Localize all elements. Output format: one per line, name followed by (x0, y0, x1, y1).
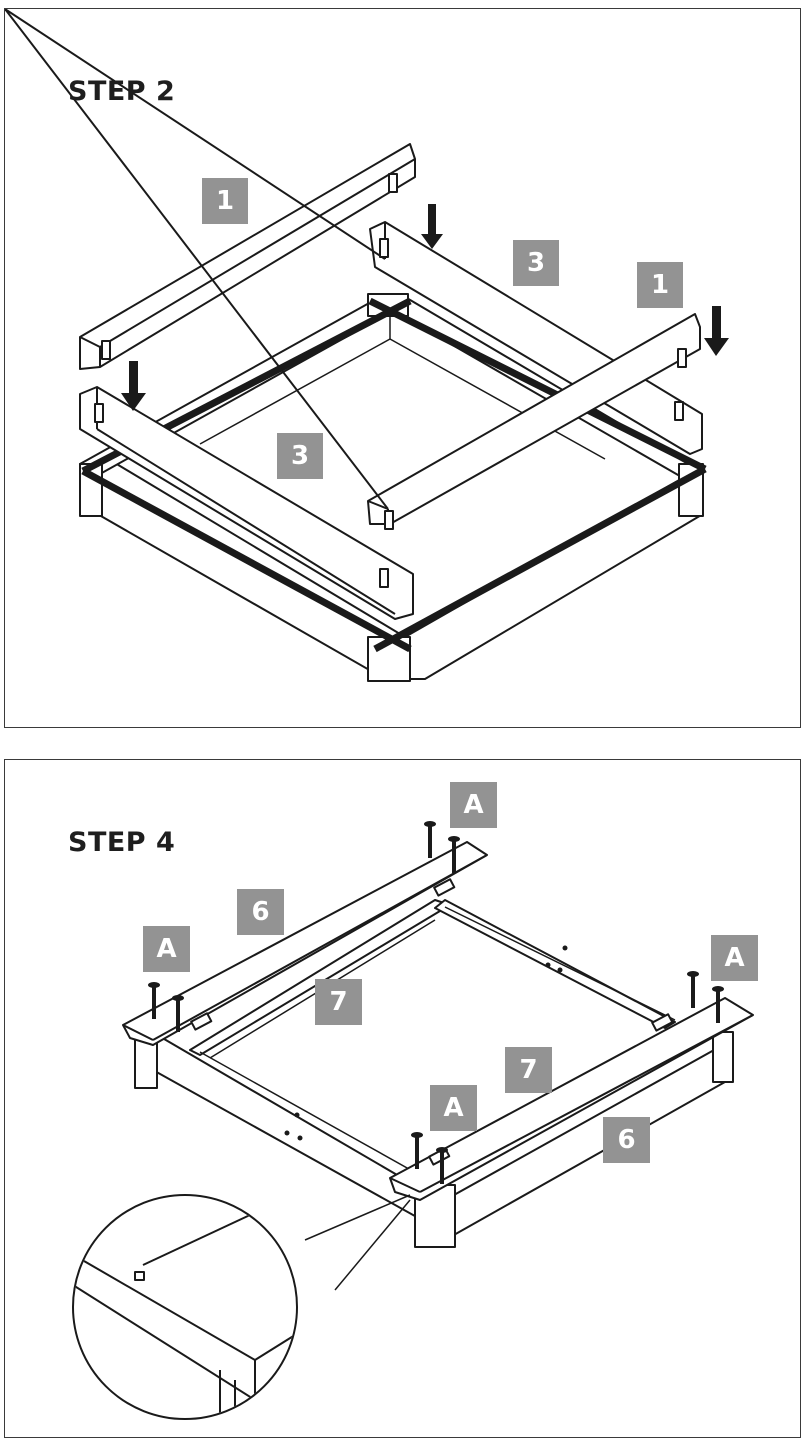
bracket-plate (190, 1012, 213, 1031)
screw-icon (436, 1147, 448, 1184)
board-1-top-left (79, 143, 416, 370)
step-2-panel: STEP 2 1 3 1 3 (4, 8, 801, 728)
board-3-front-notch-left (94, 403, 104, 423)
screw-icon (172, 995, 184, 1032)
arrow-down-icon (704, 306, 729, 356)
board-1-notch-left (101, 340, 111, 360)
part-label: 6 (237, 889, 284, 935)
fastener-label: A (430, 1085, 477, 1131)
screw-icon (148, 982, 160, 1019)
part-label: 7 (315, 979, 362, 1025)
bracket-plate (433, 878, 456, 897)
board-1-notch-right (388, 173, 398, 193)
arrow-down-icon (121, 361, 146, 411)
board-6-front (389, 997, 754, 1201)
arrow-down-icon (421, 204, 443, 249)
callout-line (304, 1194, 411, 1241)
board-3-front-notch-right (379, 568, 389, 588)
part-label: 3 (277, 433, 323, 479)
corner-post-right (712, 1031, 734, 1083)
callout-line (334, 1199, 411, 1291)
fastener-label: A (143, 926, 190, 972)
part-label: 6 (603, 1117, 650, 1163)
step-2-diagram (5, 9, 729, 682)
step-4-diagram (72, 821, 754, 1420)
screw-icon (712, 986, 724, 1023)
board-3-back-notch-left (379, 238, 389, 258)
step-title: STEP 2 (68, 76, 176, 107)
fastener-label: A (450, 782, 497, 828)
board-3-back-notch-right (674, 401, 684, 421)
fastener-label: A (711, 935, 758, 981)
step-title: STEP 4 (68, 827, 176, 858)
lower-frame-right-board (404, 470, 704, 680)
step-4-panel: STEP 4 A 6 A 7 A 7 A 6 (4, 759, 801, 1438)
part-label: 7 (505, 1047, 552, 1093)
strap-back-right (368, 297, 707, 473)
strap-front (373, 465, 707, 653)
screw-icon (411, 1132, 423, 1169)
bracket-plate (651, 1013, 674, 1032)
strap-left (81, 467, 412, 653)
board-6-back (122, 841, 488, 1046)
board-1-right (367, 313, 701, 525)
part-label: 1 (637, 262, 683, 308)
screw-icon (687, 971, 699, 1008)
detail-callout (72, 1194, 298, 1420)
part-label: 1 (202, 178, 248, 224)
screw-icon (424, 821, 436, 858)
board-1-right-notch-left (384, 510, 394, 530)
part-label: 3 (513, 240, 559, 286)
screw-icon (448, 836, 460, 873)
board-1-right-notch-right (677, 348, 687, 368)
